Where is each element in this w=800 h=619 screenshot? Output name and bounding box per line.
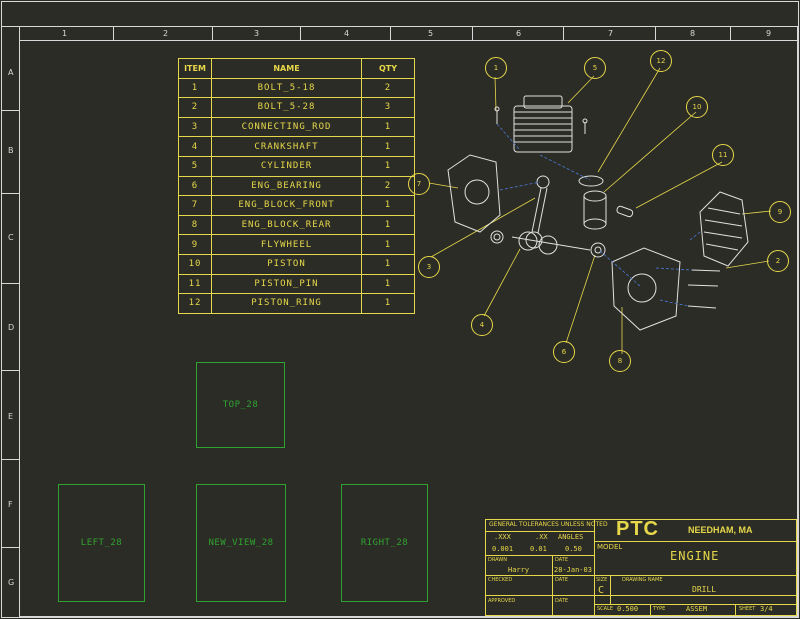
zone-row-e: E (8, 412, 14, 421)
callout-8[interactable]: 8 (609, 350, 631, 372)
callout-3[interactable]: 3 (418, 256, 440, 278)
callout-6[interactable]: 6 (553, 341, 575, 363)
callout-2[interactable]: 2 (767, 250, 789, 272)
view-new[interactable]: NEW_VIEW_28 (196, 484, 286, 602)
callout-10[interactable]: 10 (686, 96, 708, 118)
zone-col-3: 3 (254, 29, 260, 38)
zone-row-a: A (8, 68, 14, 77)
view-top-label: TOP_28 (222, 400, 259, 410)
bom-qty: 2 (361, 77, 415, 99)
view-new-label: NEW_VIEW_28 (208, 538, 274, 548)
view-right-label: RIGHT_28 (360, 538, 409, 548)
engine-block-front-part (447, 154, 501, 233)
bom-qty: 1 (361, 273, 415, 295)
date-label-2: DATE (555, 577, 569, 583)
sheet-value: 3/4 (760, 605, 773, 613)
callout-4[interactable]: 4 (471, 314, 493, 336)
zone-col-1: 1 (62, 29, 68, 38)
tolerances-header: GENERAL TOLERANCES UNLESS NOTED (489, 521, 608, 528)
zone-col-4: 4 (344, 29, 350, 38)
zone-row-c: C (8, 233, 14, 242)
scale-value: 0.500 (617, 605, 639, 613)
bolt-parts (494, 106, 588, 134)
company-location: NEEDHAM, MA (688, 525, 753, 535)
checked-label: CHECKED (488, 577, 513, 583)
engine-block-rear-part (611, 247, 681, 331)
long-bolt-parts (687, 269, 721, 309)
view-left-label: LEFT_28 (80, 538, 123, 548)
zone-col-5: 5 (428, 29, 434, 38)
date-value-1: 28-Jan-03 (554, 566, 592, 574)
piston-part (583, 190, 607, 230)
callout-5[interactable]: 5 (584, 57, 606, 79)
drawing-name-value: DRILL (692, 585, 717, 594)
callout-9[interactable]: 9 (769, 201, 791, 223)
zone-col-2: 2 (163, 29, 169, 38)
connecting-rod-part (525, 175, 550, 249)
bom-qty: 1 (361, 293, 415, 314)
view-top[interactable]: TOP_28 (196, 362, 285, 448)
date-label-3: DATE (555, 598, 569, 604)
tol-xxx-value: 0.001 (492, 545, 514, 553)
model-value: ENGINE (670, 549, 720, 563)
zone-row-g: G (8, 578, 15, 587)
tol-angles-label: ANGLES (558, 533, 584, 541)
zone-row-b: B (8, 146, 14, 155)
tol-xx-value: 0.01 (530, 545, 547, 553)
type-label: TYPE (653, 606, 666, 612)
callout-1[interactable]: 1 (485, 57, 507, 79)
size-label: SIZE (596, 577, 608, 583)
bom-qty: 1 (361, 116, 415, 138)
model-label: MODEL (597, 543, 623, 551)
bom-header-row: ITEM NAME QTY (178, 58, 415, 79)
tol-angles-value: 0.50 (565, 545, 582, 553)
tol-xxx-label: .XXX (494, 533, 511, 541)
bearing-parts (490, 230, 606, 258)
zone-col-7: 7 (608, 29, 614, 38)
drawn-value: Harry (508, 566, 530, 574)
callout-11[interactable]: 11 (712, 144, 734, 166)
sheet-label: SHEET (739, 606, 756, 612)
scale-label: SCALE (597, 606, 614, 612)
tol-xx-label: .XX (535, 533, 548, 541)
drawing-name-label: DRAWING NAME (622, 577, 663, 583)
view-left[interactable]: LEFT_28 (58, 484, 145, 602)
size-value: C (598, 585, 605, 596)
company-logo: PTC (616, 518, 659, 540)
zone-col-6: 6 (516, 29, 522, 38)
callout-12[interactable]: 12 (650, 50, 672, 72)
zone-row-f: F (8, 500, 13, 509)
piston-ring-part (578, 175, 604, 187)
drawn-label: DRAWN (488, 557, 507, 563)
date-label-1: DATE (555, 557, 569, 563)
piston-pin-part (616, 205, 634, 218)
view-right[interactable]: RIGHT_28 (341, 484, 428, 602)
cylinder-part (513, 95, 573, 153)
type-value: ASSEM (686, 605, 708, 613)
bom-item: 12 (178, 293, 212, 314)
flywheel-part (699, 191, 749, 267)
crankshaft-part (511, 231, 591, 255)
zone-col-9: 9 (766, 29, 772, 38)
callout-7[interactable]: 7 (408, 173, 430, 195)
zone-col-8: 8 (690, 29, 696, 38)
approved-label: APPROVED (488, 598, 516, 604)
zone-row-d: D (8, 323, 15, 332)
